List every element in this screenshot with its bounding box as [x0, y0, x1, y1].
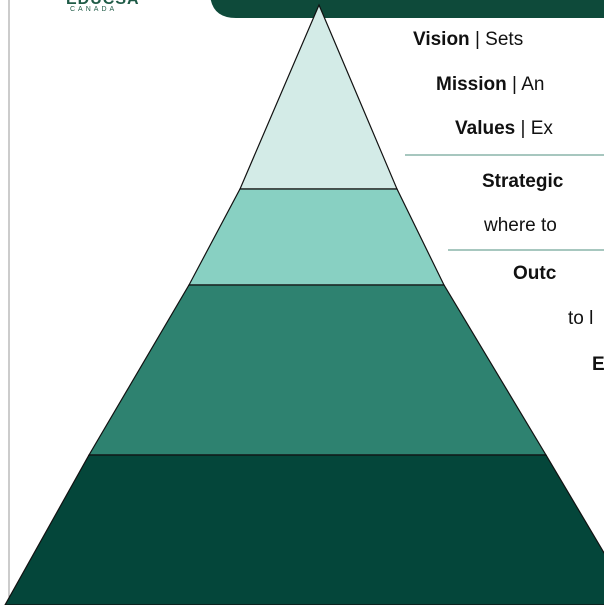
values-label: Values | Ex: [455, 118, 553, 140]
e-label: E: [592, 354, 604, 376]
strategic-label: Strategic: [482, 171, 563, 193]
outcomes-label: Outc: [513, 263, 556, 285]
vision-text: Sets: [485, 29, 524, 50]
pyramid-tier-1: [239, 3, 398, 190]
mission-term: Mission: [436, 74, 507, 95]
strategic-term: Strategic: [482, 171, 564, 192]
mission-label: Mission | An: [436, 74, 544, 96]
values-text: Ex: [530, 118, 553, 139]
values-term: Values: [455, 118, 516, 139]
vision-sep: |: [469, 29, 486, 50]
strategic-description: where to: [484, 215, 557, 236]
e-term: E: [592, 354, 604, 375]
outcomes-description: to l: [568, 308, 594, 329]
pyramid-tier-3: [87, 284, 548, 456]
mission-sep: |: [506, 74, 522, 95]
vision-label: Vision | Sets: [413, 29, 523, 51]
values-sep: |: [515, 118, 531, 139]
logo-subtitle: CANADA: [70, 6, 118, 13]
header-bar: [210, 0, 604, 18]
pyramid-tier-2: [188, 188, 445, 286]
mission-text: An: [521, 74, 545, 95]
outcomes-term: Outc: [513, 263, 557, 284]
pyramid-tier-4: [3, 454, 604, 606]
vision-term: Vision: [413, 29, 470, 50]
logo-wordmark: EDUCSA: [66, 0, 140, 9]
